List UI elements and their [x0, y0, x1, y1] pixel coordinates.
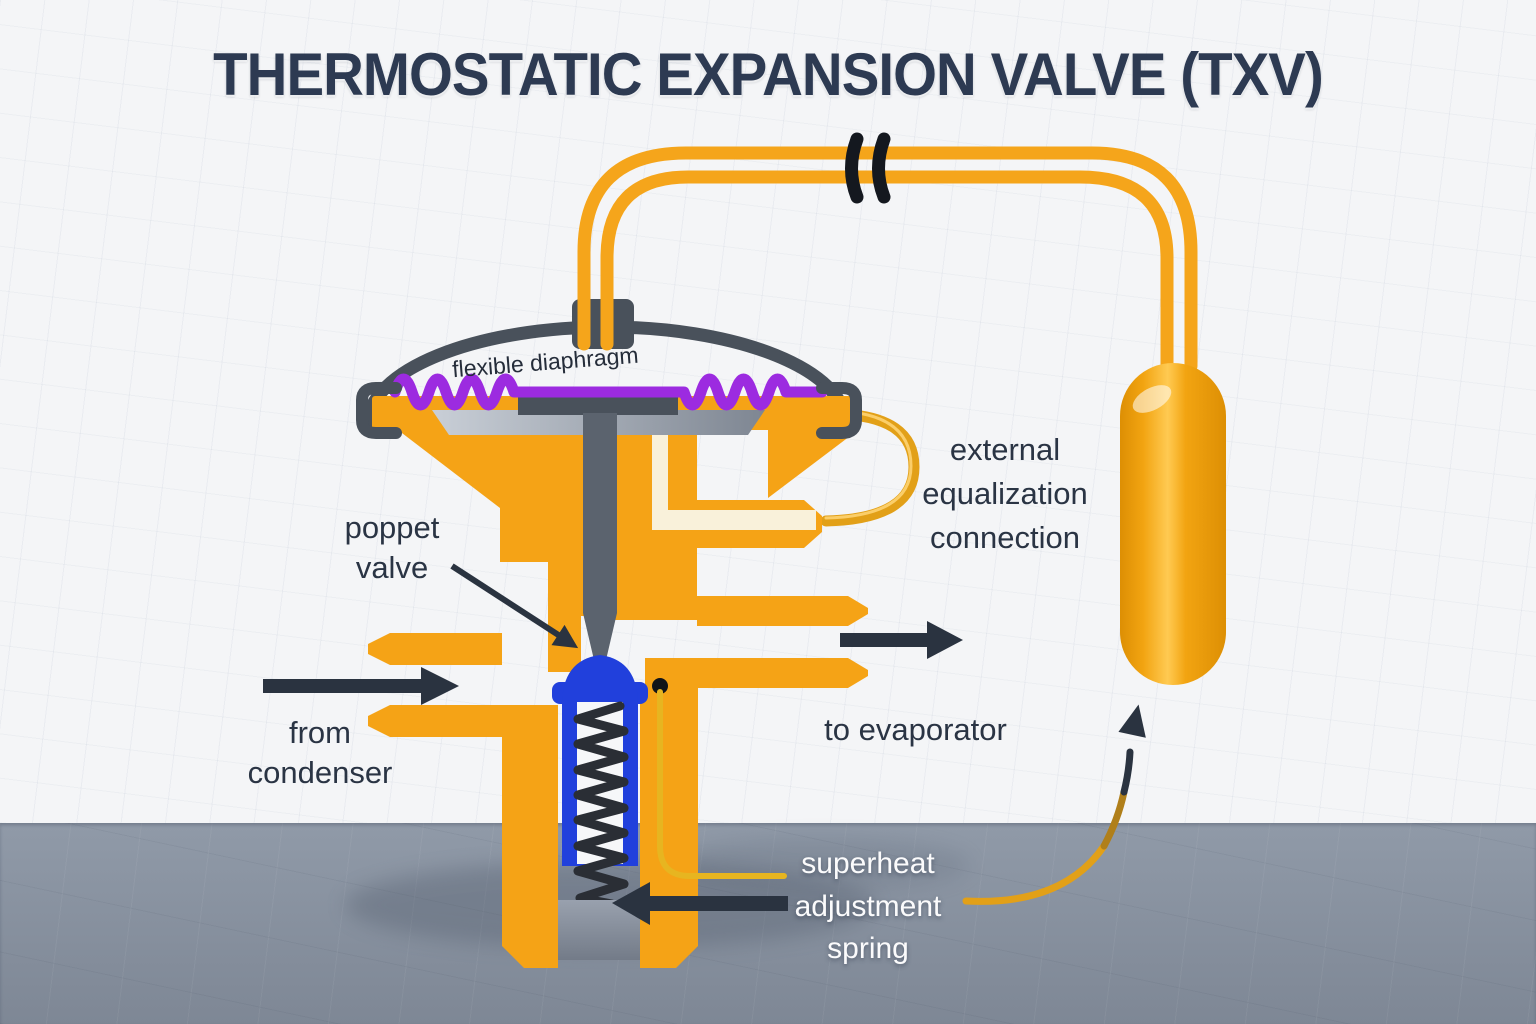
- outlet-flow-arrow-icon: [840, 621, 963, 659]
- inlet-pipe-bottom: [368, 705, 542, 737]
- label-from-condenser: from condenser: [247, 715, 393, 791]
- body-shoulder-left: [398, 430, 500, 508]
- poppet-leader-arrow-icon: [450, 563, 579, 649]
- inlet-pipe-top: [368, 633, 502, 665]
- inlet-flow-arrow-icon: [263, 667, 459, 705]
- dome-clamps: [356, 382, 862, 439]
- bulb-pointer-arrow-icon: [962, 704, 1146, 905]
- push-rod: [518, 392, 678, 660]
- dome-clamp-right: [816, 382, 862, 439]
- sensing-bulb: [1120, 363, 1226, 685]
- body-neck-left: [548, 560, 581, 672]
- spring-pointer-arrow-icon: [612, 882, 788, 925]
- superheat-spring: [573, 701, 629, 909]
- label-superheat-spring: superheat adjustment spring: [794, 847, 942, 966]
- spring-housing-left: [502, 705, 558, 968]
- piston-stem: [583, 413, 617, 613]
- label-to-evaporator: to evaporator: [824, 712, 1007, 747]
- label-external-equalization: external equalization connection: [922, 432, 1088, 556]
- piston-needle: [583, 613, 617, 660]
- body-column-left: [500, 428, 581, 562]
- spring-leader-line: [652, 678, 787, 879]
- equalizer-passage: [652, 428, 816, 530]
- piston-head: [518, 392, 678, 415]
- dome-clamp-left: [356, 382, 402, 439]
- tube-break-marks-icon: [845, 132, 891, 204]
- outlet-pipe-bottom: [645, 658, 868, 730]
- label-poppet-valve: poppet valve: [344, 510, 440, 586]
- spring-housing-right: [640, 700, 698, 968]
- flexible-diaphragm: [389, 373, 828, 411]
- equalizer-tube: [820, 408, 920, 527]
- page-title: THERMOSTATIC EXPANSION VALVE (TXV): [213, 41, 1324, 108]
- body-shoulder-right: [768, 430, 858, 498]
- outlet-pipe-top: [697, 596, 868, 626]
